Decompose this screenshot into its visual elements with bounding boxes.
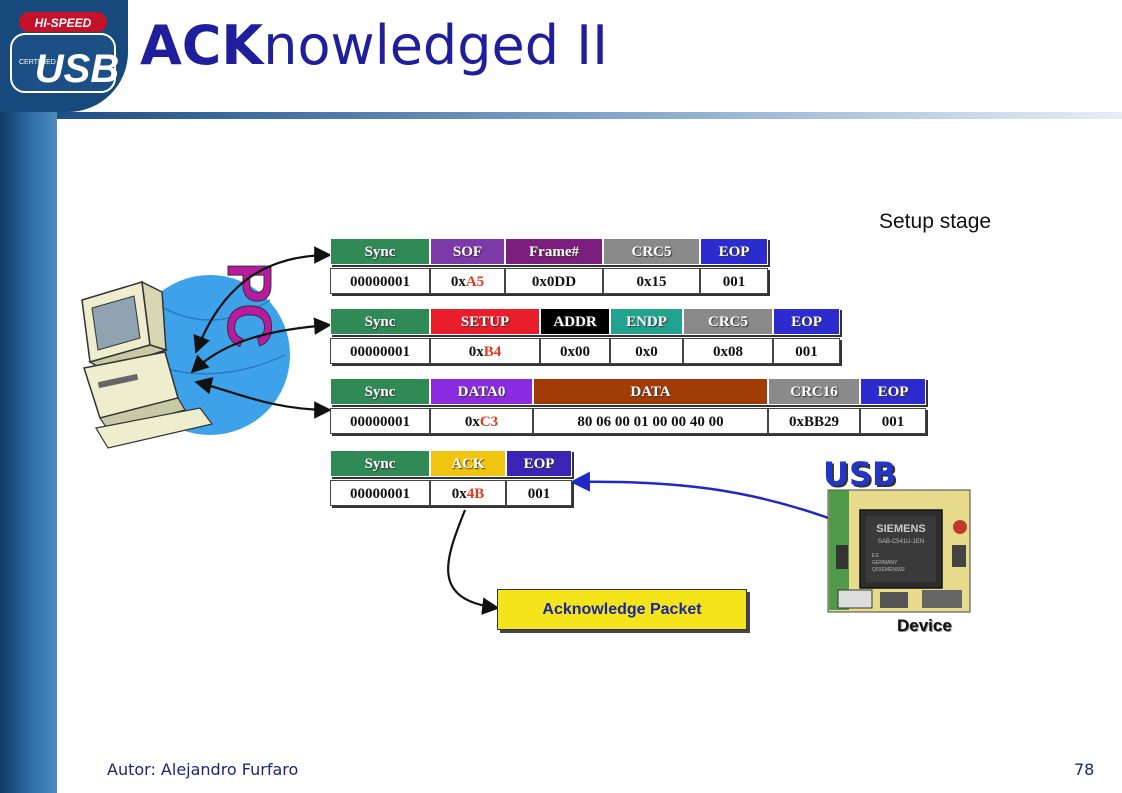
device-ack-arrow — [570, 471, 856, 530]
data0-pid-prefix: 0x — [464, 414, 480, 430]
left-sidebar-band — [0, 0, 57, 793]
sof-sync-header: Sync — [330, 238, 430, 265]
sof-frame-value: 0x0DD — [505, 268, 603, 294]
sof-frame-header: Frame# — [505, 238, 603, 265]
ack-packet-arrow — [447, 509, 500, 615]
data0-pid-suffix: C3 — [479, 414, 499, 430]
setup-packet: Sync SETUP ADDR ENDP CRC5 EOP 00000001 0… — [330, 308, 842, 368]
setup-pid-header: SETUP — [430, 308, 540, 335]
chip-es: ES — [872, 553, 879, 559]
setup-pid-value: 0xB4 — [430, 338, 540, 364]
logo-main-text: USB — [35, 47, 119, 91]
data0-sync-header: Sync — [330, 378, 430, 405]
device-board-image: SIEMENS SAB-C541U-1EN ES GERMANY Q01EMEN… — [827, 489, 971, 613]
data0-packet: Sync DATA0 DATA CRC16 EOP 00000001 0xC3 … — [330, 378, 928, 438]
page-number: 78 — [1074, 760, 1095, 779]
sof-pid-header: SOF — [430, 238, 505, 265]
setup-eop-header: EOP — [773, 308, 840, 335]
computer-icon — [81, 280, 214, 449]
setup-eop-value: 001 — [773, 338, 840, 364]
data0-sync-value: 00000001 — [330, 408, 430, 434]
setup-endp-header: ENDP — [610, 308, 683, 335]
ack-eop-value: 001 — [506, 480, 572, 506]
setup-pid-suffix: B4 — [483, 344, 502, 360]
data0-data-value: 80 06 00 01 00 00 40 00 — [533, 408, 768, 434]
sof-pid-prefix: 0x — [450, 274, 466, 290]
setup-crc5-value: 0x08 — [683, 338, 773, 364]
data0-eop-value: 001 — [860, 408, 926, 434]
footer-author: Autor: Alejandro Furfaro — [107, 760, 299, 779]
logo-side-text: CERTIFIED — [19, 59, 56, 66]
setup-pid-prefix: 0x — [468, 344, 484, 360]
setup-sync-header: Sync — [330, 308, 430, 335]
usb-label: USB — [823, 455, 897, 493]
sof-pid-value: 0xA5 — [430, 268, 505, 294]
ack-pid-prefix: 0x — [451, 486, 467, 502]
data0-eop-header: EOP — [860, 378, 926, 405]
acknowledge-packet-box: Acknowledge Packet — [497, 589, 747, 630]
ack-handshake-packet: Sync ACK EOP 00000001 0x4B 001 — [330, 450, 574, 510]
ack-sync-header: Sync — [330, 450, 430, 477]
chip-country: GERMANY — [872, 560, 898, 566]
setup-addr-value: 0x00 — [540, 338, 610, 364]
device-label: Device — [897, 616, 952, 635]
usb-certified-logo: HI-SPEED CERTIFIED USB — [10, 12, 119, 93]
slide-title-rest: nowledged II — [263, 14, 609, 77]
pc-label: PC — [214, 262, 283, 348]
sof-crc5-value: 0x15 — [603, 268, 700, 294]
logo-corner: HI-SPEED CERTIFIED USB — [0, 0, 128, 112]
data0-pid-header: DATA0 — [430, 378, 533, 405]
ack-pid-header: ACK — [430, 450, 506, 477]
data0-data-header: DATA — [533, 378, 768, 405]
data0-crc16-value: 0xBB29 — [768, 408, 860, 434]
sof-sync-value: 00000001 — [330, 268, 430, 294]
chip-brand: SIEMENS — [876, 523, 926, 535]
setup-crc5-header: CRC5 — [683, 308, 773, 335]
data0-crc16-header: CRC16 — [768, 378, 860, 405]
ack-eop-header: EOP — [506, 450, 572, 477]
slide-title: ACKnowledged II — [140, 14, 608, 77]
sof-pid-suffix: A5 — [465, 274, 485, 290]
slide-title-bold: ACK — [140, 14, 264, 77]
setup-arrow — [190, 317, 332, 374]
ack-pid-suffix: 4B — [466, 486, 485, 502]
ack-pid-value: 0x4B — [430, 480, 506, 506]
sof-eop-header: EOP — [700, 238, 768, 265]
sof-packet: Sync SOF Frame# CRC5 EOP 00000001 0xA5 0… — [330, 238, 770, 298]
logo-top-text: HI-SPEED — [35, 16, 92, 30]
setup-endp-value: 0x0 — [610, 338, 683, 364]
title-underline — [57, 112, 1122, 119]
chip-code: Q01EMENS92 — [872, 567, 905, 573]
setup-sync-value: 00000001 — [330, 338, 430, 364]
stage-label: Setup stage — [879, 210, 992, 233]
sof-eop-value: 001 — [700, 268, 768, 294]
data0-pid-value: 0xC3 — [430, 408, 533, 434]
setup-addr-header: ADDR — [540, 308, 610, 335]
chip-part: SAB-C541U-1EN — [878, 539, 924, 545]
sof-crc5-header: CRC5 — [603, 238, 700, 265]
data-arrow — [194, 377, 332, 419]
ack-sync-value: 00000001 — [330, 480, 430, 506]
